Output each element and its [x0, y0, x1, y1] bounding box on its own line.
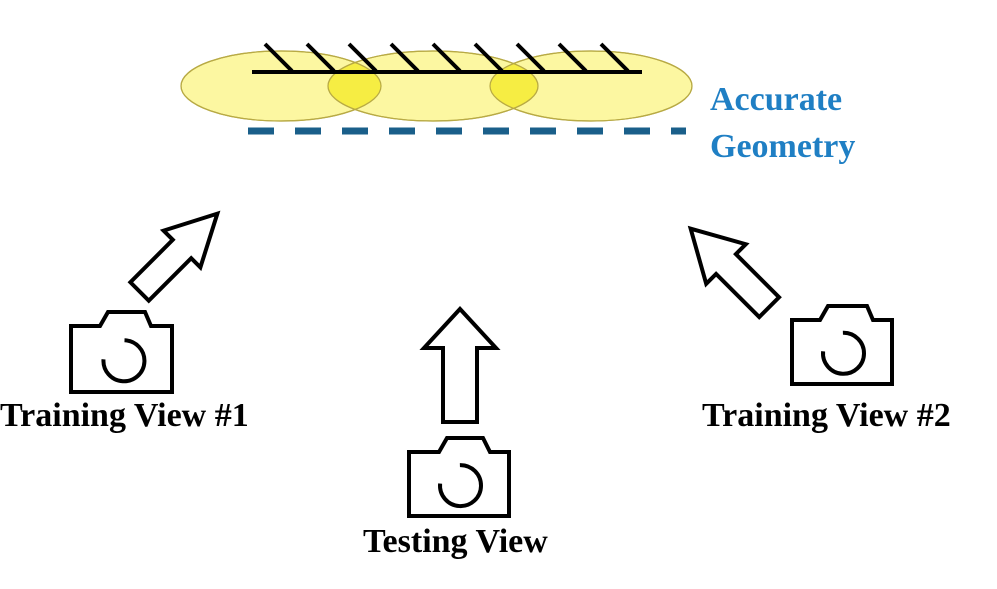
hatch-8: [557, 42, 588, 73]
training-view-1-label: Training View #1: [0, 397, 249, 434]
camera-icon-testing: [407, 436, 511, 518]
arrow-left-icon: [127, 210, 221, 304]
arrow-center-icon: [419, 306, 501, 424]
accurate-geometry-label-line2: Geometry: [710, 128, 856, 165]
training-view-2-label: Training View #2: [702, 397, 951, 434]
hatch-7: [515, 42, 546, 73]
ellipse-outline-right: [489, 50, 693, 122]
hatch-1: [263, 42, 294, 73]
hatch-3: [347, 42, 378, 73]
arrow-right-icon: [687, 225, 782, 320]
testing-view-label: Testing View: [363, 523, 548, 560]
ellipse-group: [180, 50, 693, 122]
hatch-5: [431, 42, 462, 73]
hatch-6: [473, 42, 504, 73]
camera-icon-training-1: [69, 310, 174, 394]
hatch-9: [599, 42, 630, 73]
camera-icon-training-2: [790, 304, 894, 386]
surface-hatch: [252, 42, 642, 74]
ellipse-outline-middle: [327, 50, 539, 122]
accurate-geometry-label-line1: Accurate: [710, 81, 843, 118]
hatch-2: [305, 42, 336, 73]
hatch-4: [389, 42, 420, 73]
ellipse-outline-left: [180, 50, 382, 122]
